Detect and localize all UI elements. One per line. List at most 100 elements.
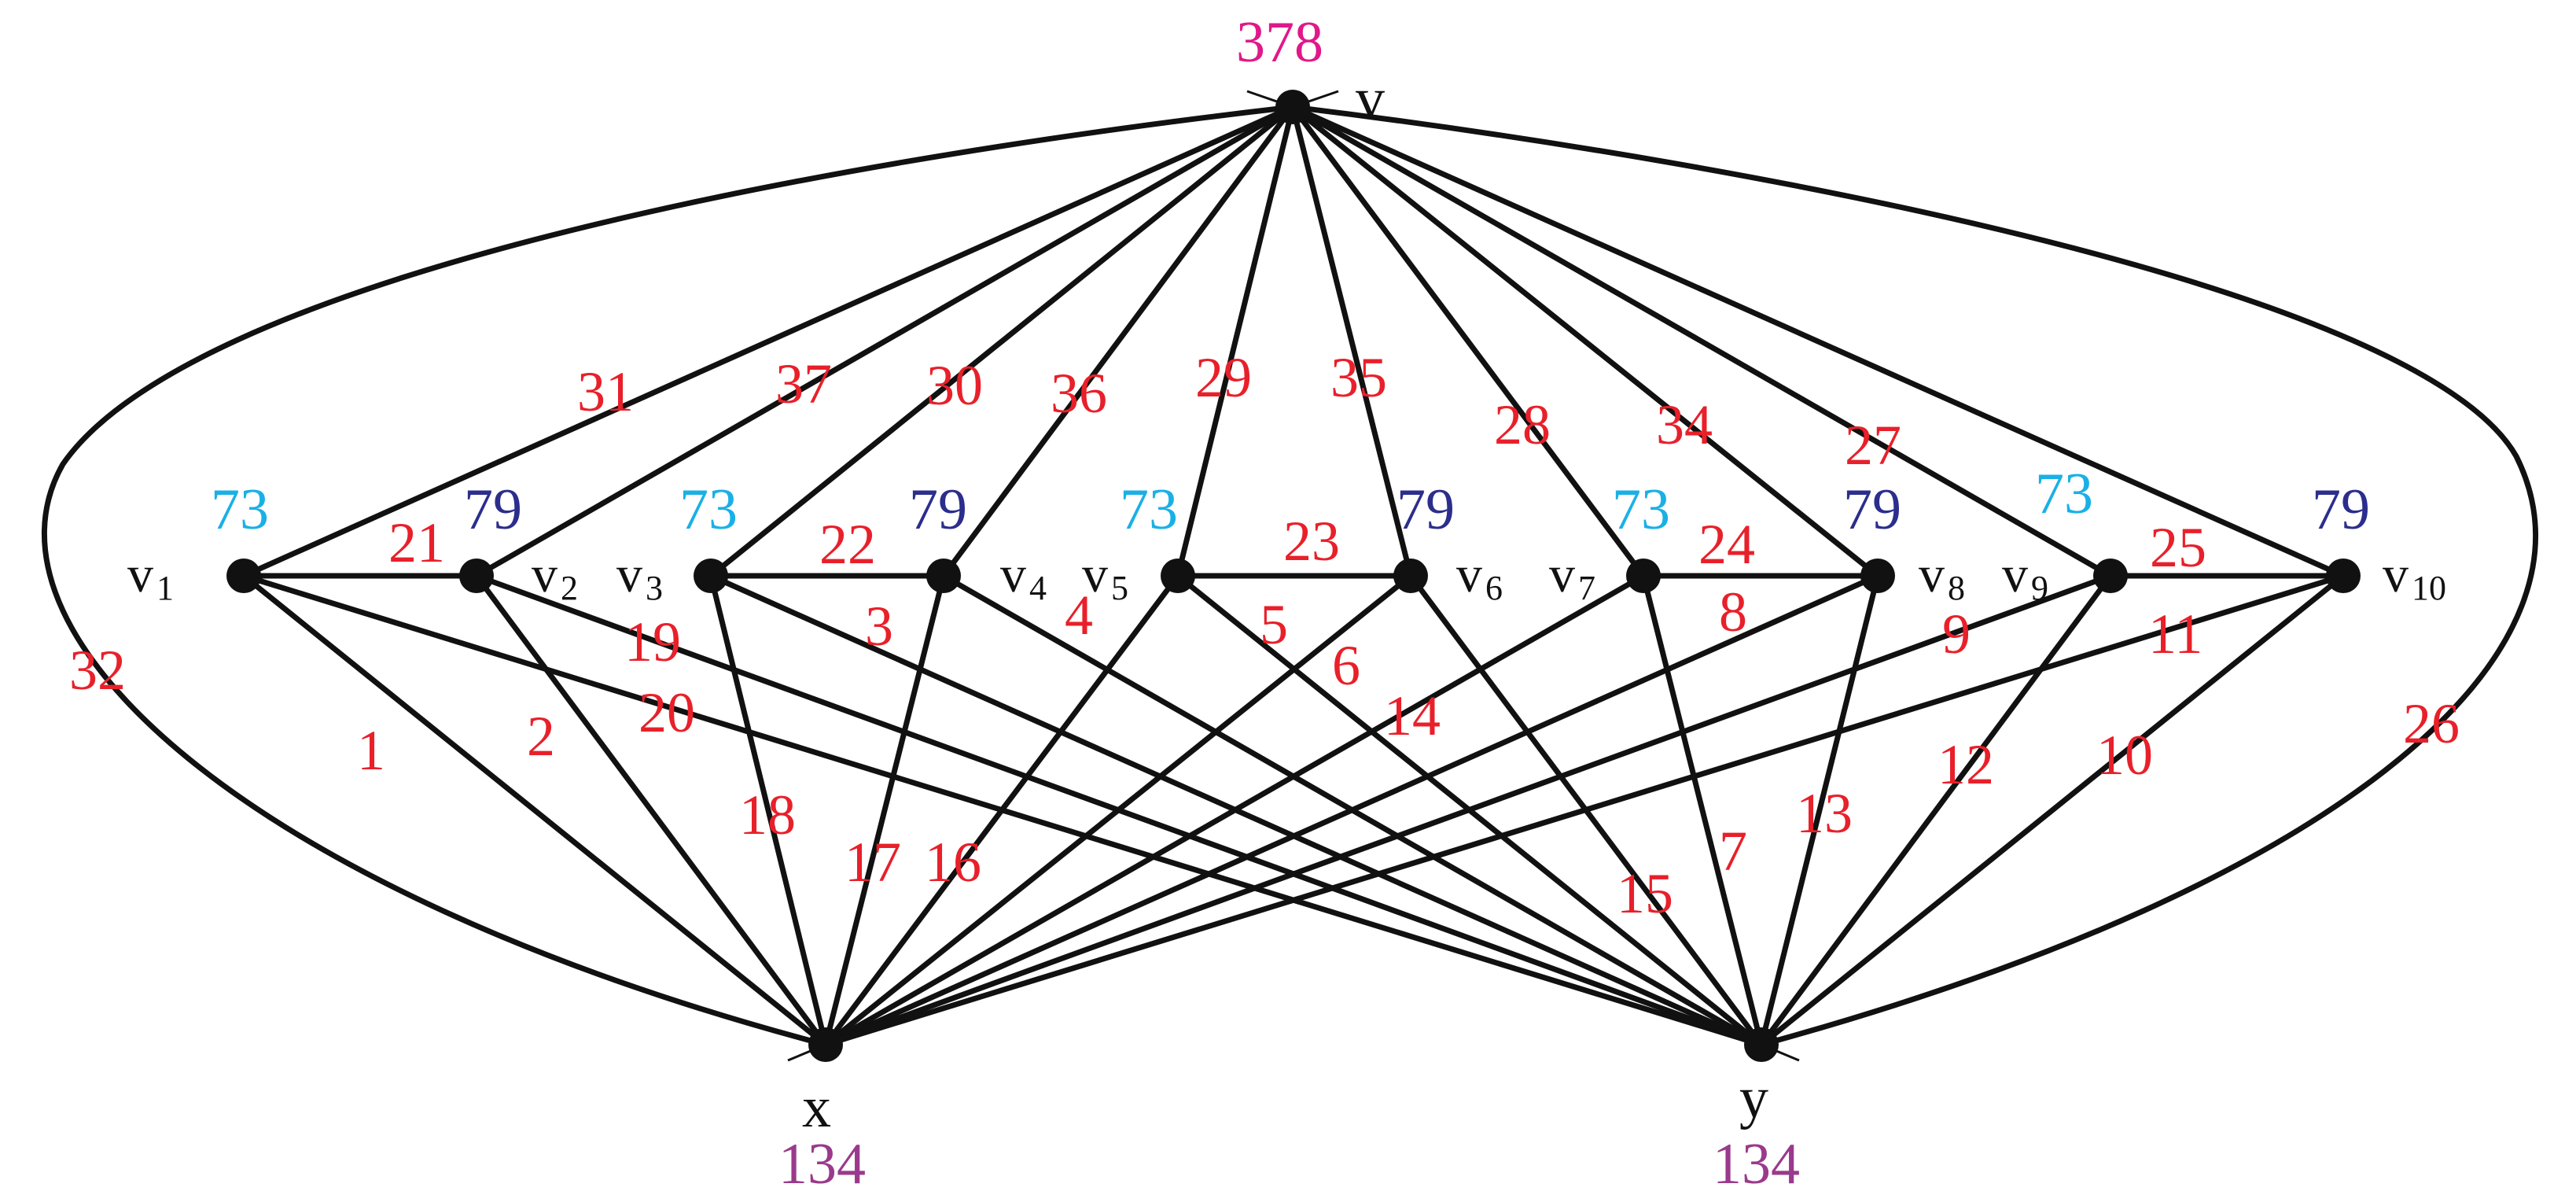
- edges: [41, 104, 2538, 1048]
- edge-label-v-v9: 27: [1845, 414, 1901, 477]
- vertex-name-v4: v4: [1000, 546, 1047, 607]
- edge-label-v3-x: 18: [739, 784, 796, 846]
- edge-label-v-v5: 29: [1195, 346, 1252, 409]
- vertex-v2: [459, 559, 494, 593]
- edge-label-v4-y: 4: [1065, 584, 1093, 647]
- edge-label-v-y: 26: [2403, 692, 2460, 755]
- vertex-name-v10: v10: [2383, 546, 2446, 607]
- vertex-weight-v4: 79: [909, 477, 967, 542]
- edge-label-v-v2: 37: [775, 352, 832, 415]
- edge-label-v7-x: 8: [1719, 581, 1747, 643]
- vertex-v8: [1860, 559, 1895, 593]
- vertex-name-x: x: [802, 1075, 831, 1140]
- vertex-weight-v7: 73: [1612, 477, 1670, 542]
- vertex-names: v x y v1 v2 v3 v4 v5 v6 v7 v8 v9 v10: [127, 67, 2446, 1140]
- edge-v2-y: [473, 573, 1765, 1048]
- edge-label-v-v8: 34: [1656, 393, 1713, 456]
- vertex-weight-v: 378: [1236, 10, 1323, 75]
- vertex-name-v7: v7: [1549, 546, 1595, 607]
- edge-label-v2-y: 19: [624, 610, 681, 673]
- vertex-y: [1744, 1027, 1779, 1062]
- edge-label-v5-x: 16: [925, 831, 981, 894]
- edge-v4-y: [940, 573, 1765, 1048]
- vertex-x: [808, 1027, 843, 1062]
- vertex-weight-x: 134: [778, 1132, 866, 1196]
- vertex-v3: [694, 559, 728, 593]
- edge-label-v1-x: 1: [357, 719, 385, 782]
- vertex-name-v5: v5: [1082, 546, 1128, 607]
- edge-v-v7: [1290, 104, 1647, 579]
- edge-v4-x: [822, 573, 947, 1048]
- edge-label-v4-x: 17: [845, 831, 901, 894]
- vertex-weights: 378 134 134 73 79 73 79 73 79 73 79 73 7…: [211, 10, 2370, 1196]
- edge-v-v8: [1290, 104, 1881, 579]
- vertex-weight-v3: 73: [679, 477, 738, 542]
- edge-label-v6-x: 6: [1332, 634, 1360, 697]
- edge-v9-y: [1758, 573, 2114, 1048]
- vertex-weight-v10: 79: [2312, 477, 2370, 542]
- vertex-name-v: v: [1356, 67, 1385, 131]
- edge-v-y: [1290, 104, 2538, 1048]
- vertex-v10: [2326, 559, 2361, 593]
- edge-label-v9-y: 12: [1938, 733, 1994, 796]
- edge-label-v10-y: 10: [2096, 724, 2153, 787]
- edge-v-v10: [1290, 104, 2346, 579]
- edge-v-v3: [708, 104, 1296, 579]
- vertex-name-v8: v8: [1919, 546, 1965, 607]
- vertex-weight-v8: 79: [1843, 477, 1901, 542]
- edge-label-v2-x: 2: [527, 705, 555, 768]
- vertex-v7: [1626, 559, 1661, 593]
- edge-label-v7-v8: 24: [1698, 513, 1755, 576]
- edge-label-v1-v2: 21: [388, 511, 445, 574]
- edge-v6-y: [1408, 573, 1765, 1048]
- vertex-weight-v9: 73: [2035, 462, 2093, 526]
- edge-v-x: [41, 104, 1296, 1048]
- vertex-weight-v5: 73: [1120, 477, 1178, 542]
- vertex-weight-v1: 73: [211, 477, 269, 542]
- edge-v1-x: [241, 573, 829, 1048]
- edge-label-v5-v6: 23: [1283, 510, 1340, 573]
- edge-label-v3-v4: 22: [819, 513, 876, 576]
- edge-v-v6: [1290, 104, 1414, 579]
- edge-label-v10-x: 11: [2148, 603, 2202, 666]
- vertex-v4: [926, 559, 961, 593]
- vertex-weight-y: 134: [1713, 1132, 1800, 1196]
- edge-label-v3-y: 3: [865, 595, 893, 658]
- edge-label-v8-y: 13: [1796, 782, 1853, 845]
- edge-v3-x: [708, 573, 829, 1048]
- edge-label-v-x: 32: [69, 639, 126, 702]
- vertex-name-v6: v6: [1456, 546, 1503, 607]
- vertex-v5: [1161, 559, 1195, 593]
- edge-label-v5-y: 5: [1260, 593, 1288, 656]
- edge-label-v-v4: 36: [1051, 362, 1107, 425]
- edge-label-v-v6: 35: [1330, 346, 1387, 409]
- edge-label-v1-y: 20: [638, 681, 695, 744]
- edge-label-v6-y: 15: [1617, 862, 1673, 925]
- edge-label-v9-v10: 25: [2150, 516, 2206, 579]
- edge-v-v1: [241, 104, 1296, 579]
- vertex-name-v2: v2: [532, 546, 578, 607]
- edge-label-v7-y: 7: [1719, 820, 1747, 883]
- vertex-weight-v6: 79: [1397, 477, 1455, 542]
- edge-label-v8-x: 14: [1384, 684, 1441, 747]
- vertices: [226, 90, 2361, 1062]
- edge-v1-y: [241, 573, 1765, 1048]
- edge-v-v2: [473, 104, 1296, 579]
- vertex-name-y: y: [1739, 1066, 1768, 1130]
- edge-labels: 31 37 30 36 29 35 28 34 27 32 26 21 22 2…: [69, 346, 2460, 925]
- edge-v8-y: [1758, 573, 1881, 1048]
- edge-label-v-v1: 31: [577, 360, 634, 423]
- vertex-v6: [1393, 559, 1428, 593]
- edge-label-v-v7: 28: [1494, 393, 1551, 456]
- vertex-v1: [226, 559, 261, 593]
- edge-v7-y: [1640, 573, 1765, 1048]
- vertex-name-v9: v9: [2002, 546, 2048, 607]
- edge-v3-y: [708, 573, 1765, 1048]
- vertex-weight-v2: 79: [464, 477, 522, 542]
- edge-v-v9: [1290, 104, 2114, 579]
- edge-v10-y: [1758, 573, 2346, 1048]
- edge-v-v5: [1175, 104, 1296, 579]
- vertex-v9: [2093, 559, 2128, 593]
- vertex-v: [1275, 90, 1310, 124]
